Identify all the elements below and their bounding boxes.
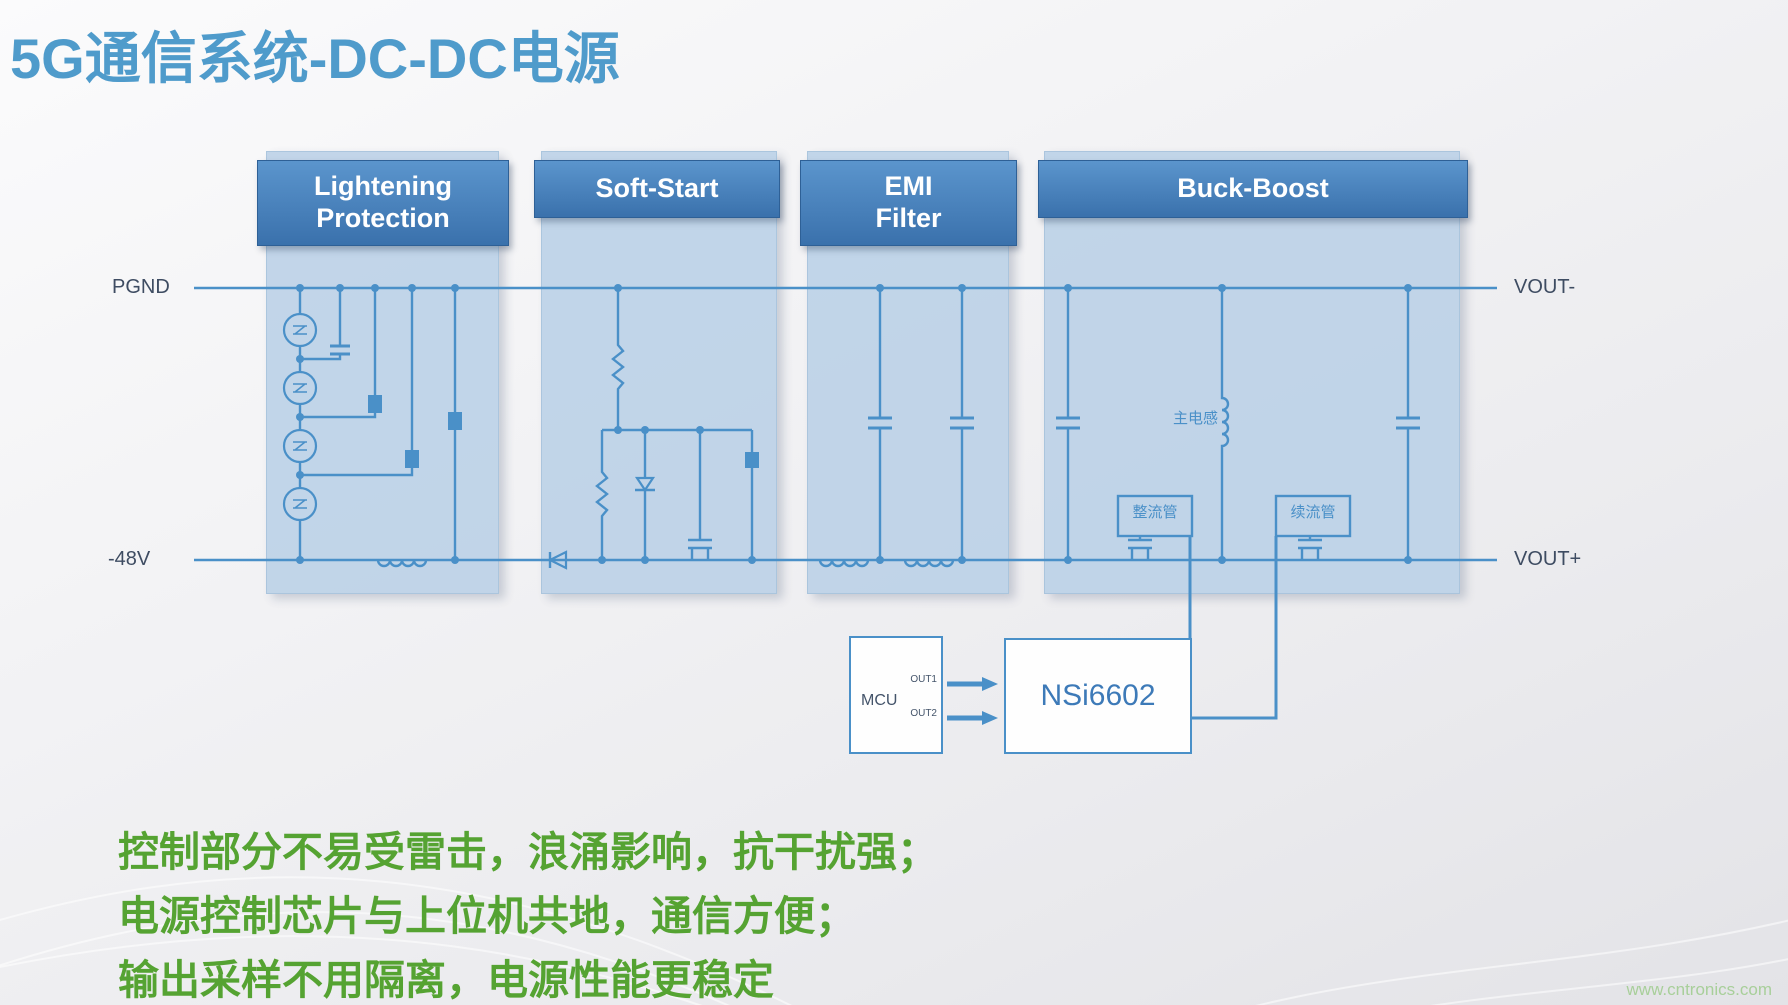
block-soft-start-label: Soft-Start bbox=[595, 173, 719, 204]
panel-soft-start bbox=[541, 151, 777, 594]
block-soft-start: Soft-Start bbox=[534, 160, 780, 218]
notes-block: 控制部分不易受雷击，浪涌影响，抗干扰强； 电源控制芯片与上位机共地，通信方便； … bbox=[118, 820, 938, 1005]
mcu-out1-label: OUT1 bbox=[910, 674, 937, 685]
block-lightening-protection: Lightening Protection bbox=[257, 160, 509, 246]
page-title: 5G通信系统-DC-DC电源 bbox=[10, 27, 620, 90]
block-emi-filter: EMI Filter bbox=[800, 160, 1017, 246]
mcu-label: MCU bbox=[861, 692, 898, 709]
rail-label-pgnd: PGND bbox=[112, 276, 170, 298]
note-line-2: 电源控制芯片与上位机共地，通信方便； bbox=[118, 893, 856, 939]
note-line-1: 控制部分不易受雷击，浪涌影响，抗干扰强； bbox=[118, 829, 938, 875]
mcu-to-driver-arrows bbox=[947, 677, 998, 725]
rail-label-neg48v: -48V bbox=[108, 548, 151, 570]
driver-ic-label: NSi6602 bbox=[1040, 679, 1156, 712]
note-line-3: 输出采样不用隔离，电源性能更稳定 bbox=[118, 957, 774, 1003]
driver-ic-box: NSi6602 bbox=[1004, 638, 1192, 754]
block-lightening-protection-label: Lightening Protection bbox=[314, 171, 452, 233]
label-freewheeling-mosfet: 续流管 bbox=[1290, 504, 1336, 521]
label-main-inductor: 主电感 bbox=[1172, 410, 1218, 427]
mcu-box: MCU OUT1 OUT2 bbox=[849, 636, 943, 754]
block-buck-boost: Buck-Boost bbox=[1038, 160, 1468, 218]
rail-label-vout-minus: VOUT- bbox=[1514, 276, 1576, 298]
label-rectifier-mosfet: 整流管 bbox=[1132, 504, 1178, 521]
block-buck-boost-label: Buck-Boost bbox=[1177, 173, 1329, 204]
rail-label-vout-plus: VOUT+ bbox=[1514, 548, 1582, 570]
watermark: www.cntronics.com bbox=[1626, 980, 1772, 999]
block-emi-filter-label: EMI Filter bbox=[875, 171, 942, 233]
panel-buck-boost bbox=[1044, 151, 1460, 594]
mcu-out2-label: OUT2 bbox=[910, 708, 937, 719]
